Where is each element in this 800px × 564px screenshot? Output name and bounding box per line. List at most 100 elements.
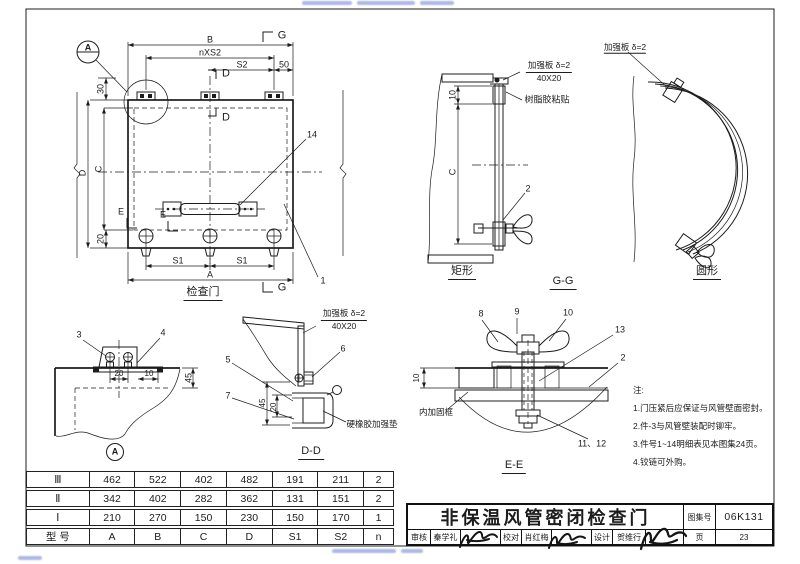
detail-balloon-a: A: [84, 42, 92, 53]
title-block-row-2: 审核 秦学礼 校对 肖红梅 设计 贺维行 页 23: [408, 530, 772, 544]
caption-ee: E-E: [501, 460, 527, 474]
table-cell: 522: [135, 472, 182, 487]
dd-section-lines: [231, 316, 347, 429]
part-label-2-gg: 2: [525, 183, 531, 194]
main-view-lines: [73, 31, 347, 293]
section-mark-g-top: G: [277, 29, 287, 42]
dim-label-20-detail: 20: [114, 369, 124, 378]
section-mark-g-bottom: G: [277, 281, 287, 294]
caption-rect-duct: 矩形: [448, 266, 476, 280]
dim-label-10-ee: 10: [412, 373, 421, 383]
dim-label-B: B: [206, 34, 214, 45]
detail-a-balloon: A: [111, 446, 119, 457]
detail-a-lines: [54, 337, 198, 461]
part-label-4: 4: [160, 327, 166, 338]
table-cell: 1: [375, 511, 382, 524]
dim-label-10-gg: 10: [447, 89, 458, 101]
table-cell: 282: [181, 491, 227, 506]
table-header-cell: D: [227, 529, 273, 544]
dim-label-C: C: [93, 165, 104, 173]
atlas-number-label: 图集号: [684, 505, 716, 529]
table-cell: Ⅱ: [27, 491, 90, 506]
label-reinforce-plate-round: 加强板 δ=2: [603, 41, 647, 54]
table-cell: 2: [375, 473, 382, 486]
note-item-2: 2.件-3与风管壁装配时铆牢。: [633, 421, 742, 431]
label-reinforce-plate-text-dd: 加强板 δ=2: [320, 308, 368, 321]
table-cell: 211: [318, 472, 365, 487]
watermark-top-2: [357, 1, 415, 5]
title-block: 非保温风管密闭检查门 图集号 06K131 审核 秦学礼 校对 肖红梅 设计 贺…: [406, 503, 774, 546]
dim-label-s1a: S1: [172, 255, 184, 266]
caption-gg: G-G: [549, 276, 577, 290]
designer-signature-cell: [646, 530, 684, 544]
part-label-14: 14: [306, 129, 318, 140]
dim-label-30: 30: [95, 83, 106, 95]
dim-label-s1b: S1: [236, 255, 248, 266]
sheet-title: 非保温风管密闭检查门: [408, 505, 684, 529]
table-cell: 191: [273, 472, 319, 487]
section-mark-e2: E: [159, 209, 167, 220]
table-cell: 210: [90, 510, 136, 525]
part-label-3: 3: [76, 329, 82, 340]
title-block-row-1: 非保温风管密闭检查门 图集号 06K131: [408, 505, 772, 530]
part-label-13: 13: [614, 324, 626, 335]
table-cell: 402: [135, 491, 182, 506]
reviewer-name: 秦学礼: [431, 530, 461, 544]
caption-round-duct: 圆形: [693, 266, 721, 280]
label-reinforce-plate-gg: 加强板 δ=2 40X20: [525, 60, 573, 84]
signature-reviewer: [459, 531, 498, 548]
page-number: 23: [739, 532, 749, 542]
table-cell: 150: [181, 510, 227, 525]
section-mark-e1: E: [117, 206, 125, 217]
label-rubber-pad: 硬橡胶加强垫: [346, 418, 398, 429]
section-mark-d-mid: D: [222, 111, 230, 124]
table-header-cell: 型 号: [27, 529, 90, 544]
label-inner-frame: 内加固框: [418, 406, 454, 417]
table-header-cell: S2: [318, 529, 365, 544]
table-cell: 462: [90, 472, 136, 487]
table-row: Ⅲ 462 522 402 482 191 211 2: [26, 471, 394, 488]
label-plate-size-text-dd: 40X20: [331, 320, 357, 331]
page-border: [25, 8, 775, 547]
part-label-9: 9: [514, 306, 520, 317]
note-item-1: 1.门压紧后应保证与风管壁面密封。: [633, 403, 768, 413]
notes-block: 注: 1.门压紧后应保证与风管壁面密封。 2.件-3与风管壁装配时铆牢。 3.件…: [633, 381, 777, 471]
part-label-1: 1: [320, 275, 326, 286]
watermark-bottom-left: [18, 556, 42, 560]
table-cell: Ⅲ: [27, 472, 90, 487]
dim-label-c-gg: C: [447, 168, 458, 176]
part-label-11-12: 11、12: [577, 438, 607, 449]
part-label-8: 8: [478, 308, 484, 319]
part-label-6: 6: [340, 343, 346, 354]
table-cell: 230: [227, 510, 273, 525]
page-label: 页: [684, 530, 716, 544]
table-header-cell: A: [90, 529, 136, 544]
notes-title: 注:: [633, 385, 644, 395]
part-label-10: 10: [562, 307, 574, 318]
checker-label: 校对: [501, 530, 522, 544]
gg-section-lines: [427, 51, 749, 269]
note-item-3: 3.件号1~14明细表见本图集24页。: [633, 439, 763, 449]
reviewer-label: 审核: [408, 530, 431, 544]
dim-label-20: 20: [95, 233, 106, 245]
table-header-cell: C: [181, 529, 227, 544]
designer-name: 贺维行: [613, 530, 646, 544]
label-reinforce-plate-text: 加强板 δ=2: [525, 60, 573, 73]
dim-label-50: 50: [278, 59, 290, 70]
table-cell: 402: [181, 472, 227, 487]
watermark-bottom-2: [401, 549, 423, 553]
watermark-top-1: [302, 1, 352, 5]
table-cell: Ⅰ: [27, 510, 90, 525]
watermark-bottom-1: [332, 549, 396, 553]
table-header-cell: n: [375, 530, 382, 543]
table-cell: 170: [318, 510, 365, 525]
section-mark-d-top: D: [222, 67, 230, 80]
caption-dd: D-D: [298, 446, 324, 460]
dim-label-45-dd: 45: [258, 398, 267, 408]
checker-name: 肖红梅: [522, 530, 552, 544]
table-cell: 270: [135, 510, 182, 525]
table-cell: 482: [227, 472, 273, 487]
part-label-7: 7: [225, 390, 231, 401]
dim-label-nxs2: nXS2: [198, 47, 222, 58]
table-cell: 151: [318, 491, 365, 506]
